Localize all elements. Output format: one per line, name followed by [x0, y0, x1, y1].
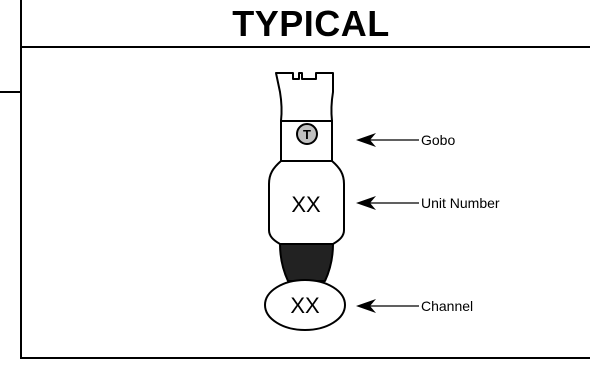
title-bar: TYPICAL	[22, 0, 590, 48]
gobo-symbol-label: T	[303, 127, 311, 142]
lighting-fixture-symbol: T XX XX	[264, 72, 346, 331]
callout-channel-arrowhead	[356, 299, 376, 313]
callout-gobo: Gobo	[356, 132, 455, 148]
unit-number-text: XX	[291, 192, 321, 217]
callout-channel: Channel	[356, 298, 473, 314]
callout-unit-number: Unit Number	[356, 195, 500, 211]
callout-unit-number-arrowhead	[356, 196, 376, 210]
callout-gobo-label: Gobo	[421, 132, 455, 148]
fixture-top-yoke	[275, 72, 334, 122]
legend-title: TYPICAL	[232, 3, 390, 44]
channel-ellipse	[264, 279, 346, 331]
channel-text: XX	[290, 293, 320, 318]
callout-gobo-arrowhead	[356, 133, 376, 147]
callout-unit-number-label: Unit Number	[421, 195, 500, 211]
legend-panel: TYPICAL	[20, 0, 590, 359]
gobo-symbol-circle	[296, 123, 318, 145]
callout-channel-label: Channel	[421, 298, 473, 314]
fixture-lens	[279, 243, 334, 282]
leader-stub-line	[0, 91, 21, 93]
